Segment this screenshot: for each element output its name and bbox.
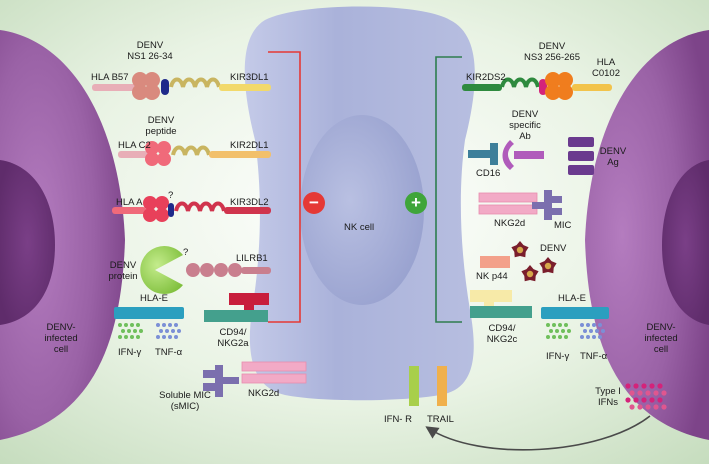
nkg2d-bottom-receptor bbox=[241, 361, 307, 384]
label-denv-protein: DENV protein bbox=[108, 260, 138, 282]
cytokine-dots-right bbox=[546, 323, 605, 339]
label-denv-peptide: DENV peptide bbox=[145, 115, 177, 137]
plus-symbol: + bbox=[411, 193, 421, 212]
label-cd94-nkg2c: CD94/ NKG2c bbox=[486, 323, 518, 345]
label-hla-a: HLA A bbox=[116, 197, 143, 208]
activating-bracket bbox=[435, 56, 462, 323]
label-denv-ns1: DENV NS1 26-34 bbox=[127, 40, 173, 62]
hla-a-kir3dl2-complex bbox=[112, 196, 271, 222]
mic-shape-right bbox=[532, 190, 562, 220]
infected-cell-left-nucleus bbox=[0, 160, 55, 325]
label-infected-cell-right: DENV- infected cell bbox=[644, 322, 678, 355]
label-nk-cell: NK cell bbox=[344, 222, 375, 233]
type-i-ifn-dots bbox=[625, 383, 667, 410]
label-infected-cell-left: DENV- infected cell bbox=[44, 322, 78, 355]
hla-c2-kir2dl1-complex bbox=[118, 141, 271, 166]
label-denv-virus: DENV bbox=[540, 243, 567, 254]
label-cd94-nkg2a: CD94/ NKG2a bbox=[217, 327, 249, 349]
label-type-i-ifns: Type I IFNs bbox=[595, 386, 621, 408]
label-hla-c2: HLA C2 bbox=[118, 140, 151, 151]
denv-protein-lilrb1-complex bbox=[140, 245, 271, 295]
label-kir3dl2: KIR3DL2 bbox=[230, 197, 269, 208]
label-kir2dl1: KIR2DL1 bbox=[230, 140, 269, 151]
trail-bar bbox=[437, 366, 447, 406]
label-nkp44: NK p44 bbox=[476, 271, 508, 282]
label-ifn-r: IFN- R bbox=[384, 414, 412, 425]
inhibitory-bracket bbox=[268, 51, 301, 323]
label-nkg2d-right: NKG2d bbox=[494, 218, 526, 229]
label-tnf-alpha-right: TNF-α bbox=[580, 351, 608, 362]
label-denv-specific-ab: DENV specific Ab bbox=[509, 109, 541, 142]
infected-cell-right bbox=[585, 30, 709, 440]
label-trail: TRAIL bbox=[427, 414, 454, 425]
label-kir3dl1: KIR3DL1 bbox=[230, 72, 269, 83]
label-nkg2d-bottom: NKG2d bbox=[248, 388, 280, 399]
label-question-2: ? bbox=[183, 247, 189, 258]
hla-e-left bbox=[114, 307, 184, 319]
label-question-1: ? bbox=[168, 190, 174, 201]
label-soluble-mic: Soluble MIC (sMIC) bbox=[159, 390, 211, 412]
nk-cell-nucleus bbox=[300, 115, 424, 305]
label-hla-c0102: HLA C0102 bbox=[592, 57, 620, 79]
ifn-receptor-bar bbox=[409, 366, 419, 406]
cd94-nkg2c-receptor bbox=[470, 290, 532, 318]
hla-e-right bbox=[541, 307, 609, 319]
infected-cell-left bbox=[0, 30, 125, 440]
label-denv-ns3: DENV NS3 256-265 bbox=[524, 41, 580, 63]
inhibition-badge bbox=[303, 192, 325, 214]
nkp44-receptor bbox=[480, 256, 510, 268]
kir2ds2-hla-c0102-complex bbox=[462, 72, 612, 100]
label-cd16: CD16 bbox=[476, 168, 501, 179]
cd94-nkg2a-receptor bbox=[204, 293, 269, 322]
label-hla-b57: HLA B57 bbox=[91, 72, 129, 83]
minus-symbol: − bbox=[309, 193, 319, 212]
label-lilrb1: LILRB1 bbox=[236, 253, 268, 264]
denv-protein-shape bbox=[140, 245, 183, 295]
ifn-arrow bbox=[425, 415, 651, 451]
infected-cell-right-nucleus bbox=[662, 160, 709, 325]
hla-b57-kir3dl1-complex bbox=[92, 72, 271, 100]
label-ifn-gamma-left: IFN-γ bbox=[118, 347, 142, 358]
label-tnf-alpha-left: TNF-α bbox=[155, 347, 183, 358]
label-mic: MIC bbox=[554, 220, 572, 231]
cytokine-dots-left bbox=[118, 323, 181, 339]
activation-badge bbox=[405, 192, 427, 214]
label-hla-e-left: HLA-E bbox=[140, 293, 168, 304]
label-kir2ds2: KIR2DS2 bbox=[466, 72, 506, 83]
denv-ag-blocks bbox=[568, 137, 594, 175]
soluble-mic-shape bbox=[203, 365, 239, 397]
nkg2d-right-receptor bbox=[478, 192, 538, 215]
cd16-antibody-complex bbox=[468, 140, 544, 170]
denv-virions bbox=[511, 241, 557, 282]
label-ifn-gamma-right: IFN-γ bbox=[546, 351, 570, 362]
label-denv-ag: DENV Ag bbox=[599, 146, 627, 168]
label-hla-e-right: HLA-E bbox=[558, 293, 586, 304]
